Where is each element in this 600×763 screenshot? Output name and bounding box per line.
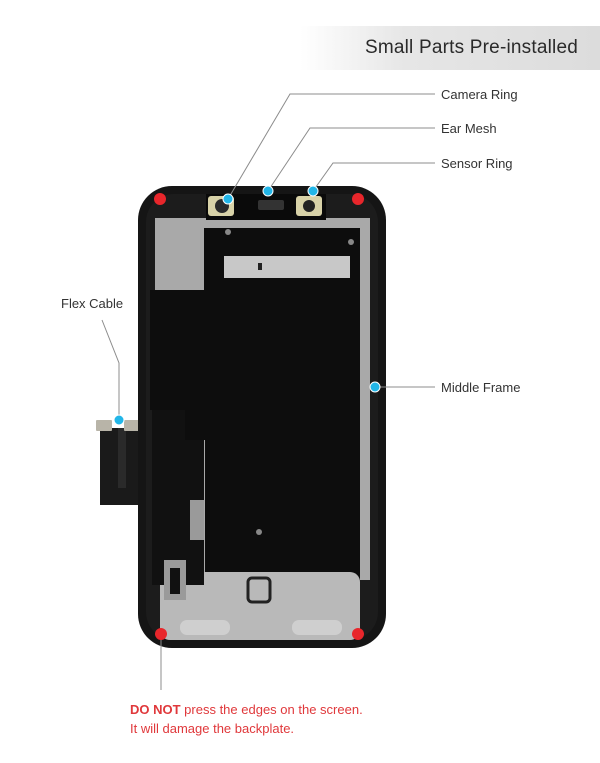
warning-note: DO NOT press the edges on the screen. It… [130,700,363,738]
middle-frame-label: Middle Frame [441,380,521,395]
warning-line-2: It will damage the backplate. [130,721,295,736]
callout-lines [101,93,435,690]
warning-emphasis: DO NOT [130,702,181,717]
red-marker-top-right [352,193,364,205]
ear-mesh-label: Ear Mesh [441,121,497,136]
ear-mesh-marker [262,185,274,197]
flex-cable-label: Flex Cable [61,296,124,311]
flex-cable-marker [113,414,125,426]
red-marker-bottom-left [155,628,167,640]
header-banner: Small Parts Pre-installed [300,26,600,70]
warning-line-1: DO NOT press the edges on the screen. [130,700,363,719]
red-marker-top-left [154,193,166,205]
sensor-ring-label: Sensor Ring [441,156,513,171]
camera-ring-marker [222,193,234,205]
header-title: Small Parts Pre-installed [364,37,578,58]
label-strip [224,256,350,278]
red-marker-bottom-right [352,628,364,640]
warning-line-1-rest: press the edges on the screen. [180,702,363,717]
sensor-ring-marker [307,185,319,197]
camera-ring-label: Camera Ring [441,87,518,102]
middle-frame-marker [369,381,381,393]
ear-mesh-part [258,200,284,210]
black-panel [150,228,360,585]
